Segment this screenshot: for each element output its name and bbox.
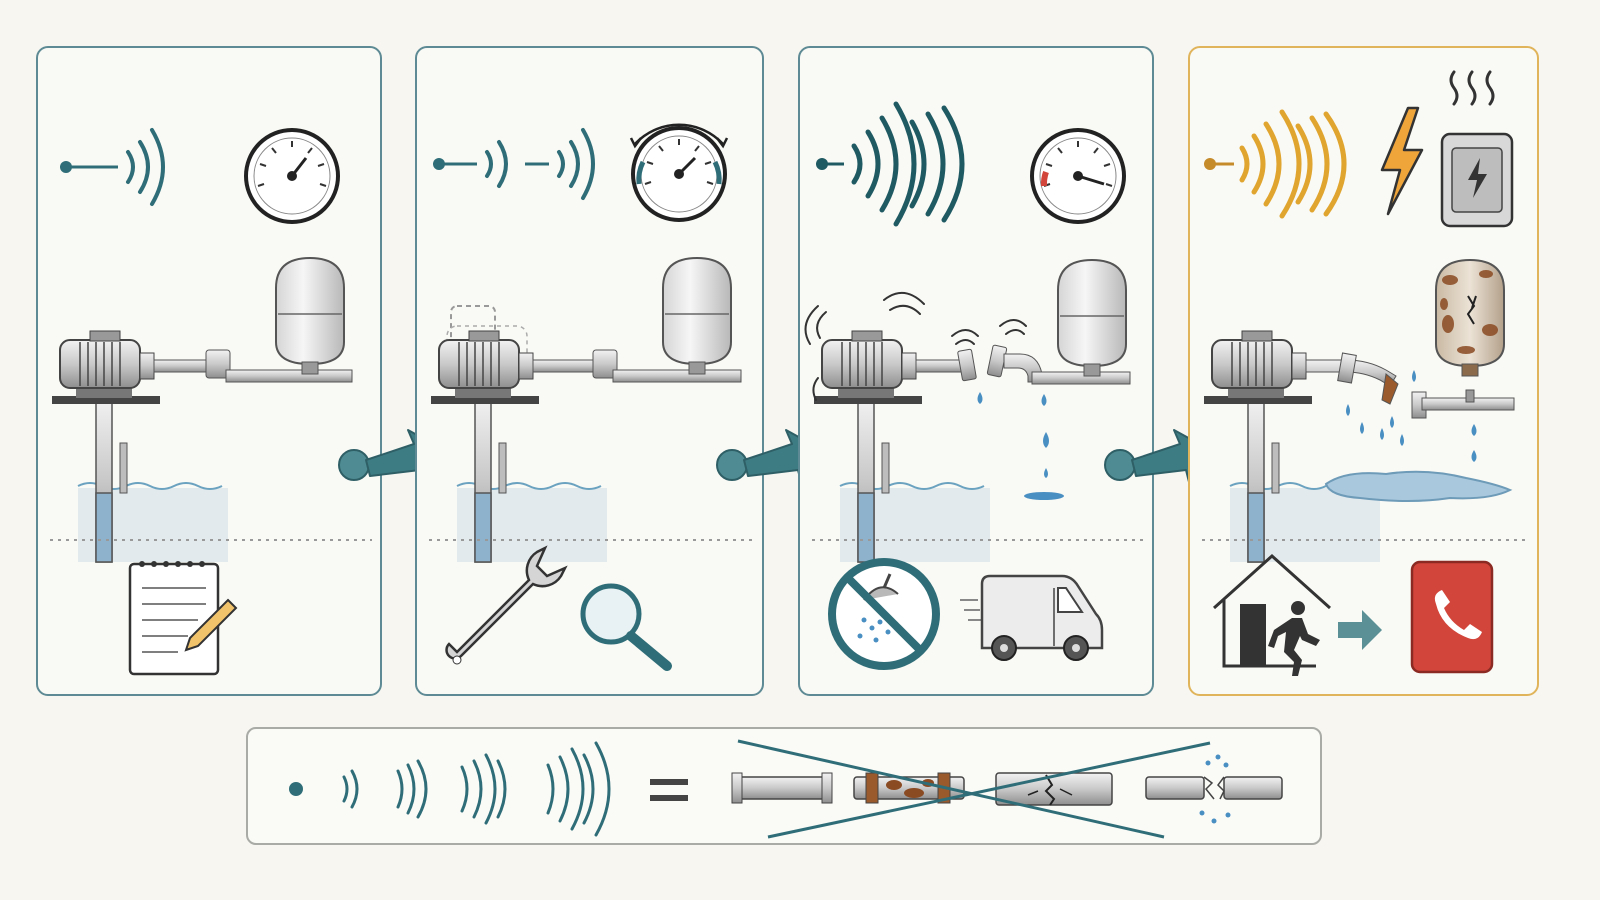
- loud-sound-wave-icon: [816, 101, 965, 227]
- alarm-sound-wave-icon: [1204, 109, 1347, 219]
- magnifier-icon: [580, 583, 672, 671]
- service-van-icon: [960, 574, 1104, 661]
- arrow-right-icon: [1338, 610, 1382, 650]
- sound-level-scale: [289, 741, 611, 837]
- pipe: [153, 349, 353, 383]
- stage-2-panel: [415, 46, 764, 696]
- intermittent-sound-wave-icon: [433, 128, 595, 200]
- stage-1-panel: [36, 46, 382, 696]
- pressure-tank: [662, 257, 732, 375]
- no-shower-icon: [828, 558, 940, 670]
- burst-pipe-icon: [1145, 754, 1283, 824]
- leaking-pipe: [915, 344, 1131, 500]
- notepad-icon: [128, 561, 238, 676]
- corroded-pipe-icon: [853, 772, 965, 804]
- emergency-phone-icon: [1410, 560, 1494, 674]
- equals-label: =: [248, 729, 257, 733]
- sound-severity-legend: =: [246, 727, 1322, 845]
- pipe: [532, 349, 742, 383]
- vibrating-pump-assembly: [430, 305, 608, 563]
- fluctuating-gauge-icon: [629, 123, 729, 222]
- pressure-tank: [1057, 259, 1127, 377]
- lightning-bolt-icon: [1380, 106, 1424, 216]
- wrench-icon: [445, 545, 568, 665]
- equals-sign: [650, 779, 688, 801]
- shaking-pump-assembly: [804, 292, 1027, 563]
- intact-pipe-icon: [731, 772, 833, 804]
- cross-out-mark: [737, 739, 1211, 839]
- evacuate-house-icon: [1212, 553, 1332, 676]
- stage-3-panel: [798, 46, 1154, 696]
- overheating-control-box-icon: [1440, 70, 1514, 228]
- burst-pipe: [1305, 352, 1515, 502]
- pressure-tank: [275, 257, 345, 375]
- high-pressure-gauge-icon: [1030, 128, 1126, 224]
- sound-wave-icon: [60, 128, 165, 206]
- pressure-gauge-icon: [244, 128, 340, 224]
- rusted-cracked-tank: [1435, 258, 1505, 377]
- cracked-pipe-icon: [995, 772, 1113, 806]
- stage-4-panel: [1188, 46, 1539, 696]
